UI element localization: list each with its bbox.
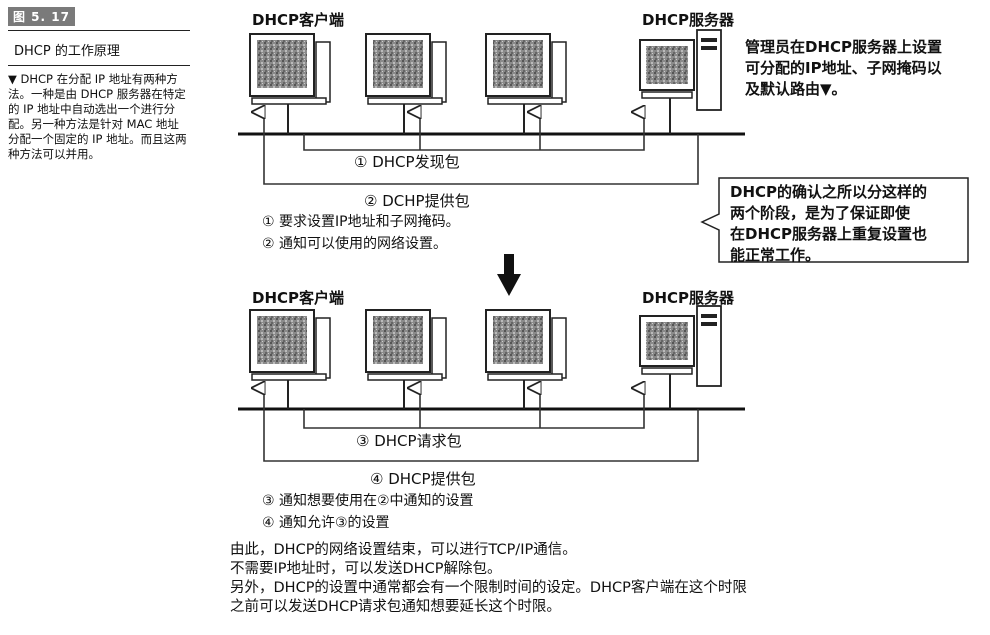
offer-item: ② 通知可以使用的网络设置。	[262, 236, 448, 252]
client-label: DHCP客户端	[252, 289, 345, 307]
client-computer	[249, 33, 331, 134]
summary-line: 之前可以发送DHCP请求包通知想要延长这个时限。	[230, 599, 561, 615]
client-computer	[365, 33, 447, 134]
admin-note-line: 及默认路由▼。	[745, 80, 847, 98]
callout-line: DHCP的确认之所以分这样的	[730, 183, 928, 201]
client-computer	[485, 33, 567, 134]
dhcp-server	[639, 305, 722, 409]
callout-line: 能正常工作。	[730, 246, 821, 264]
ack-item: ④ 通知允许③的设置	[262, 515, 390, 531]
ack-item: ③ 通知想要使用在②中通知的设置	[262, 493, 474, 509]
step-offer-label: ② DCHP提供包	[364, 192, 470, 210]
figure-sidebar: 图 5. 17 DHCP 的工作原理 ▼ DHCP 在分配 IP 地址有两种方法…	[8, 6, 190, 162]
admin-note-line: 可分配的IP地址、子网掩码以	[745, 59, 942, 77]
figure-footnote: ▼ DHCP 在分配 IP 地址有两种方法。一种是由 DHCP 服务器在特定的 …	[8, 72, 187, 161]
summary-line: 另外，DHCP的设置中通常都会有一个限制时间的设定。DHCP客户端在这个时限	[230, 580, 747, 596]
callout-text: DHCP的确认之所以分这样的 两个阶段，是为了保证即使 在DHCP服务器上重复设…	[730, 182, 927, 266]
client-computer	[485, 309, 567, 409]
offer-item: ① 要求设置IP地址和子网掩码。	[262, 214, 460, 230]
down-arrow-icon	[497, 254, 521, 296]
callout-box	[700, 177, 969, 263]
figure-number: 图 5. 17	[8, 7, 75, 26]
step-ack-label: ④ DHCP提供包	[370, 470, 476, 488]
step-discover-label: ① DHCP发现包	[350, 151, 464, 172]
divider	[8, 30, 190, 31]
top-network	[238, 29, 745, 185]
discover-arrow	[303, 112, 644, 151]
admin-note: 管理员在DHCP服务器上设置 可分配的IP地址、子网掩码以 及默认路由▼。	[745, 37, 942, 100]
summary-line: 不需要IP地址时，可以发送DHCP解除包。	[230, 561, 502, 577]
request-arrow	[303, 388, 644, 429]
admin-note-line: 管理员在DHCP服务器上设置	[745, 38, 943, 56]
summary-line: 由此，DHCP的网络设置结束，可以进行TCP/IP通信。	[230, 542, 577, 558]
summary-paragraph: 由此，DHCP的网络设置结束，可以进行TCP/IP通信。 不需要IP地址时，可以…	[230, 541, 747, 617]
bottom-network	[238, 305, 745, 462]
client-computer	[365, 309, 447, 409]
callout-line: 两个阶段，是为了保证即使	[730, 204, 911, 222]
dhcp-server	[639, 29, 722, 134]
ack-arrow	[264, 388, 699, 462]
client-computer	[249, 309, 331, 409]
server-label: DHCP服务器	[642, 11, 735, 29]
client-label: DHCP客户端	[252, 11, 345, 29]
figure-title: DHCP 的工作原理	[14, 44, 120, 59]
callout-line: 在DHCP服务器上重复设置也	[730, 225, 928, 243]
divider	[8, 65, 190, 66]
server-label: DHCP服务器	[642, 289, 735, 307]
step-request-label: ③ DHCP请求包	[352, 430, 466, 451]
offer-arrow	[264, 112, 699, 185]
